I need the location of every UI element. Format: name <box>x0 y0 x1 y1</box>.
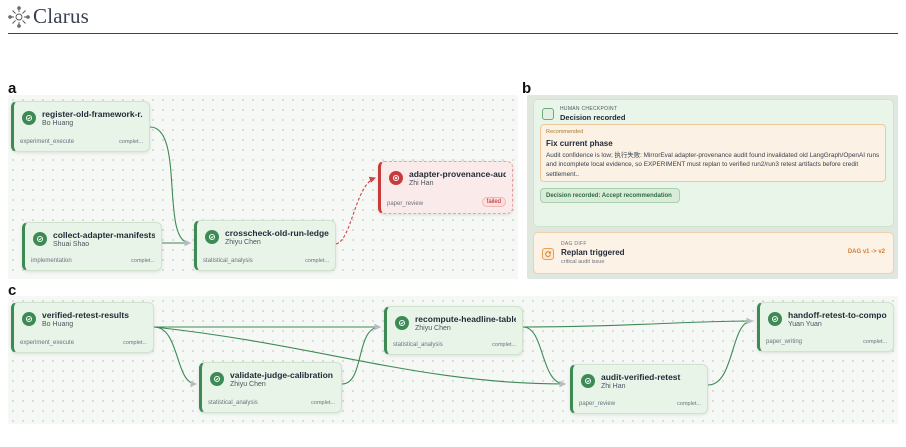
node-crosscheck-old-run-ledger[interactable]: crosscheck-old-run-ledger Zhiyu Chen sta… <box>194 220 336 271</box>
recommended-label: Recommended <box>546 129 584 135</box>
brand-logo: Clarus <box>8 4 89 29</box>
brand-name: Clarus <box>33 4 90 28</box>
node-owner: Zhi Han <box>409 180 434 187</box>
node-type: implementation <box>31 258 72 264</box>
node-owner: Zhiyu Chen <box>225 239 261 246</box>
node-status: complet... <box>119 139 143 145</box>
node-owner: Zhi Han <box>601 383 626 390</box>
node-handoff-retest-to-compo[interactable]: handoff-retest-to-compo... Yuan Yuan pap… <box>757 302 894 352</box>
check-icon <box>210 372 224 386</box>
node-status-failed-badge: failed <box>481 197 506 207</box>
node-owner: Bo Huang <box>42 321 74 328</box>
node-collect-adapter-manifests[interactable]: collect-adapter-manifests Shuai Shao imp… <box>22 222 162 271</box>
dag-diff-title: Replan triggered <box>561 248 625 257</box>
node-title: adapter-provenance-audit <box>409 169 506 179</box>
node-title: recompute-headline-table <box>415 314 516 324</box>
refresh-icon <box>542 248 554 260</box>
recommended-title: Fix current phase <box>546 139 613 148</box>
check-icon <box>581 374 595 388</box>
node-type: paper_writing <box>766 339 803 345</box>
node-title: verified-retest-results <box>42 310 129 320</box>
panel-a-label: a <box>8 80 17 97</box>
check-icon <box>22 312 36 326</box>
node-type: experiment_execute <box>20 139 75 145</box>
recommended-body: Audit confidence is low; 执行失败: MirrorEva… <box>546 152 880 178</box>
clarus-logo-icon <box>8 5 30 28</box>
dag-diff-kicker: DAG DIFF <box>561 241 587 247</box>
dag-diff-subtitle: critical audit issue <box>561 259 605 265</box>
header-divider <box>8 33 898 34</box>
check-icon <box>33 232 47 246</box>
node-type: statistical_analysis <box>393 342 443 348</box>
panel-c-label: c <box>8 282 17 299</box>
check-icon <box>395 316 409 330</box>
node-validate-judge-calibration[interactable]: validate-judge-calibration Zhiyu Chen st… <box>199 362 342 413</box>
node-title: validate-judge-calibration <box>230 370 333 380</box>
failed-icon <box>389 171 403 185</box>
node-owner: Zhiyu Chen <box>415 325 451 332</box>
node-status: complet... <box>311 400 335 406</box>
checkpoint-title: Decision recorded <box>560 113 626 122</box>
node-register-old-framework[interactable]: register-old-framework-r... Bo Huang exp… <box>11 101 150 152</box>
node-status: complet... <box>677 401 701 407</box>
node-recompute-headline-table[interactable]: recompute-headline-table Zhiyu Chen stat… <box>384 306 523 355</box>
recommendation-box: Recommended Fix current phase Audit conf… <box>540 124 886 182</box>
check-icon <box>768 312 782 326</box>
node-title: crosscheck-old-run-ledger <box>225 228 329 238</box>
node-status: complet... <box>863 339 887 345</box>
node-owner: Bo Huang <box>42 120 74 127</box>
node-title: register-old-framework-r... <box>42 109 143 119</box>
node-type: paper_review <box>579 401 616 407</box>
panel-b-label: b <box>522 80 532 97</box>
node-owner: Yuan Yuan <box>788 321 822 328</box>
node-status: complet... <box>492 342 516 348</box>
node-audit-verified-retest[interactable]: audit-verified-retest Zhi Han paper_revi… <box>570 364 708 414</box>
node-status: complet... <box>305 258 329 264</box>
node-type: experiment_execute <box>20 340 75 346</box>
dag-version-label: DAG v1 -> v2 <box>847 249 885 255</box>
node-status: complet... <box>131 258 155 264</box>
check-icon <box>205 230 219 244</box>
node-title: handoff-retest-to-compo... <box>788 310 887 320</box>
check-icon <box>22 111 36 125</box>
node-adapter-provenance-audit[interactable]: adapter-provenance-audit Zhi Han paper_r… <box>378 161 513 214</box>
node-verified-retest-results[interactable]: verified-retest-results Bo Huang experim… <box>11 302 154 353</box>
node-owner: Zhiyu Chen <box>230 381 266 388</box>
node-title: audit-verified-retest <box>601 372 681 382</box>
node-type: paper_review <box>387 201 424 207</box>
node-title: collect-adapter-manifests <box>53 230 155 240</box>
dag-diff-card: DAG DIFF Replan triggered critical audit… <box>533 232 894 274</box>
node-type: statistical_analysis <box>208 400 258 406</box>
person-check-icon <box>542 108 554 120</box>
node-status: complet... <box>123 340 147 346</box>
checkpoint-kicker: HUMAN CHECKPOINT <box>560 106 618 112</box>
node-type: statistical_analysis <box>203 258 253 264</box>
decision-pill[interactable]: Decision recorded: Accept recommendation <box>540 188 680 203</box>
node-owner: Shuai Shao <box>53 241 90 248</box>
